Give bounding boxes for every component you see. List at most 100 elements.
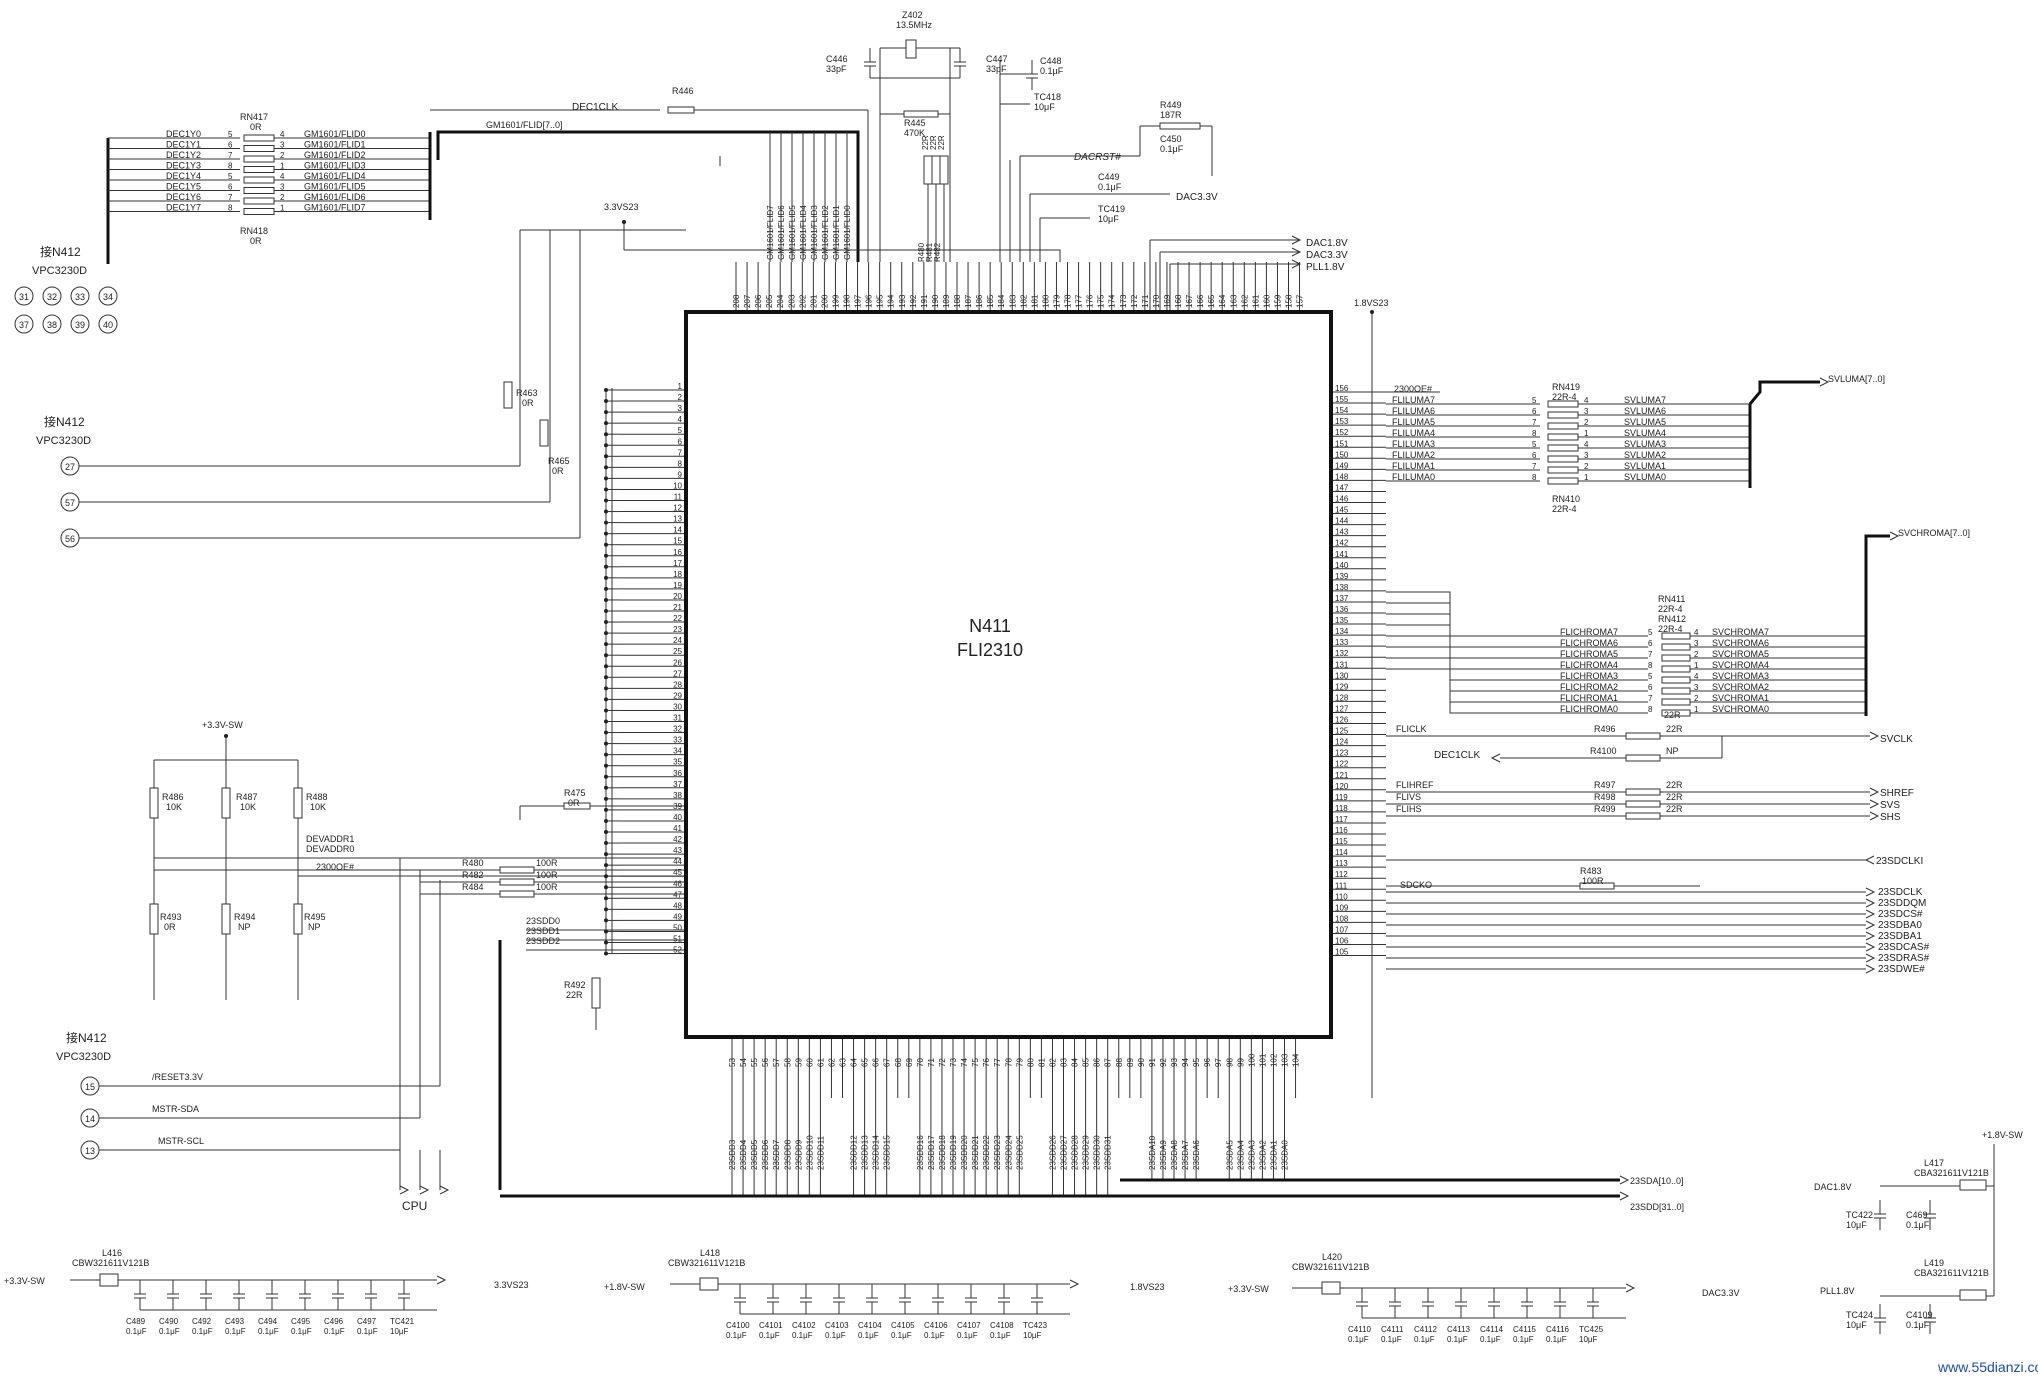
pin-right-number: 121	[1335, 771, 1349, 780]
rn-right-pin: 4	[280, 172, 285, 181]
rn-luma-right-pin: 2	[1584, 462, 1589, 471]
filter3-cap-value: 0.1μF	[1447, 1335, 1468, 1344]
pin-left-number: 42	[673, 835, 682, 844]
pin-right-number: 109	[1335, 903, 1349, 912]
pin-left-number: 21	[673, 603, 682, 612]
rn-luma-element	[1547, 400, 1579, 408]
pin-left-number: 33	[673, 736, 682, 745]
pin-left-junction	[604, 818, 608, 823]
r465-label: R465	[548, 456, 570, 466]
pin-right-number: 123	[1335, 749, 1349, 758]
c446-label: C446	[826, 54, 848, 64]
flichroma-label: FLICHROMA6	[1560, 638, 1618, 648]
dec1clk-arrow	[1490, 753, 1501, 763]
r494-label: R494	[234, 912, 256, 922]
svchroma-bus-label: SVCHROMA[7..0]	[1898, 528, 1970, 538]
pin-top-number: 170	[1152, 294, 1161, 308]
sda-bottom-label: 23SDA10	[1148, 1135, 1157, 1170]
pin-right-number: 111	[1335, 881, 1348, 890]
fliluma-label: FLILUMA0	[1392, 472, 1435, 482]
pin-right-number: 155	[1335, 395, 1349, 404]
filter1-cap-value: 0.1μF	[324, 1327, 345, 1336]
connector1-pin	[70, 314, 90, 334]
pin-bottom-number: 70	[916, 1058, 925, 1067]
connector2-pin-number: 56	[65, 534, 75, 544]
pin-left-number: 47	[673, 890, 682, 899]
pin-left-junction	[604, 631, 608, 636]
pin-right-number: 126	[1335, 716, 1349, 725]
pin-bottom-number: 63	[839, 1058, 848, 1067]
flid-label: GM1601/FLID6	[304, 192, 366, 202]
pin-left-number: 13	[673, 515, 682, 524]
pin-bottom-number: 73	[949, 1058, 958, 1067]
sdd-bottom-label: 23SDD10	[805, 1135, 814, 1170]
rn-chroma-element	[1661, 665, 1691, 673]
pin-bottom-number: 79	[1015, 1058, 1024, 1067]
pin-right-number: 120	[1335, 782, 1349, 791]
rn410-value: 22R-4	[1552, 504, 1577, 514]
connector1-pin	[98, 314, 118, 334]
pin-left-number: 14	[673, 526, 682, 535]
rn-chroma-right-pin: 1	[1694, 661, 1699, 670]
pin-bottom-number: 58	[783, 1058, 792, 1067]
dac33-top-label: DAC3.3V	[1176, 192, 1218, 203]
r4100-value: NP	[1666, 746, 1679, 756]
pin-left-junction	[604, 785, 608, 790]
pin-bottom-number: 78	[1004, 1058, 1013, 1067]
filter3-cap-value: 0.1μF	[1414, 1335, 1435, 1344]
vs23-rail	[624, 249, 1061, 262]
filter3-cap-ref: TC425	[1579, 1325, 1604, 1334]
pin-right-number: 117	[1335, 815, 1348, 824]
svchroma-label: SVCHROMA6	[1712, 638, 1769, 648]
rn-element	[243, 166, 275, 173]
r480-left-label: R480	[462, 858, 484, 868]
dec-label: DEC1Y0	[166, 129, 201, 139]
pin-left-number: 32	[673, 725, 682, 734]
pin-top-number: 194	[887, 294, 896, 308]
pin-top-number: 198	[843, 294, 852, 308]
connector1-pin	[42, 314, 62, 334]
c449-label: C449	[1098, 172, 1120, 182]
connector1-pin-number: 31	[19, 292, 29, 302]
sd-out-label: 23SDBA1	[1878, 931, 1922, 942]
svchroma-label: SVCHROMA4	[1712, 660, 1769, 670]
pin-right-number: 125	[1335, 727, 1349, 736]
pin-left-junction	[604, 465, 608, 470]
pin-top-number: 203	[787, 294, 796, 308]
filter2-cap-ref: C4102	[792, 1321, 816, 1330]
pin-left-number: 41	[673, 824, 682, 833]
pin-right-number: 143	[1335, 528, 1349, 537]
sdd0-label: 23SDD0	[526, 916, 560, 926]
pulldown-res	[149, 903, 159, 935]
rn-luma-left-pin: 5	[1532, 396, 1537, 405]
tc418-value: 10μF	[1034, 102, 1055, 112]
filter1-cap-value: 0.1μF	[357, 1327, 378, 1336]
dec1clk-right-label: DEC1CLK	[1434, 750, 1480, 761]
flichroma-label: FLICHROMA2	[1560, 682, 1618, 692]
sdd-bottom-label: 23SDD27	[1060, 1135, 1069, 1170]
sdd-bottom-label: 23SDD23	[993, 1135, 1002, 1170]
rn419-value: 22R-4	[1552, 392, 1577, 402]
pin-left-junction	[604, 653, 608, 658]
pin-top-number: 179	[1052, 294, 1061, 308]
pin-top-number: 190	[931, 294, 940, 308]
c448-label: C448	[1040, 56, 1062, 66]
pin-left-number: 40	[673, 813, 682, 822]
cpu-label: CPU	[402, 1199, 427, 1213]
dac33-label: DAC3.3V	[1306, 250, 1348, 261]
r482-left-label: R482	[462, 870, 484, 880]
sdd-bottom-label: 23SDD8	[783, 1139, 792, 1170]
rn-chroma-element	[1661, 654, 1691, 662]
pin-bottom-number: 53	[728, 1058, 737, 1067]
pin-right-number: 141	[1335, 550, 1349, 559]
pin-bottom-number: 87	[1104, 1058, 1113, 1067]
l420-part: CBW321611V121B	[1292, 1262, 1369, 1272]
pin-left-junction	[604, 852, 608, 857]
r446	[667, 106, 695, 114]
pin-bottom-number: 64	[850, 1058, 859, 1067]
rn-chroma-element	[1661, 632, 1691, 640]
rn-luma-right-pin: 2	[1584, 418, 1589, 427]
pin-left-number: 52	[673, 946, 682, 955]
connector3-pin	[80, 1108, 100, 1128]
pin-left-junction	[604, 763, 608, 768]
